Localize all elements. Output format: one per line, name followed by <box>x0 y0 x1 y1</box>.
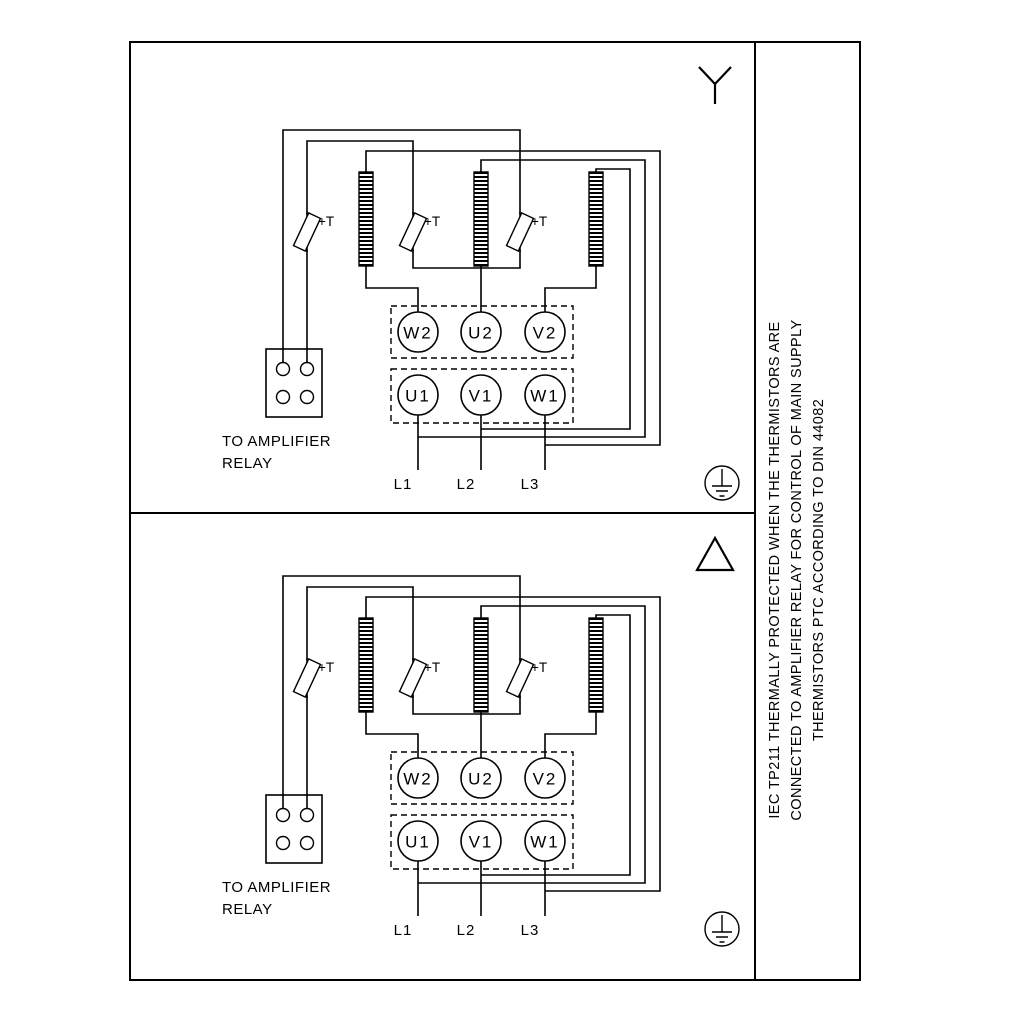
coil-winding <box>588 617 604 713</box>
terminal-v2 <box>524 311 566 353</box>
star-symbol <box>698 66 732 104</box>
relay-contact <box>275 389 291 405</box>
coil-winding <box>588 171 604 267</box>
relay-contact <box>275 807 291 823</box>
relay-box <box>265 348 323 418</box>
terminal-board-bottom-outline <box>390 814 574 870</box>
relay-caption-line2: RELAY <box>222 901 273 918</box>
thermistor-label: +T <box>318 660 334 675</box>
supply-labels: L1 L2 L3 <box>394 476 540 493</box>
terminal-label-w1: W1 <box>530 833 560 852</box>
ground-symbol <box>704 911 740 947</box>
note-line-3: THERMISTORS PTC ACCORDING TO DIN 44082 <box>811 399 827 741</box>
supply-labels: L1 L2 L3 <box>394 922 540 939</box>
terminal-w1 <box>524 820 566 862</box>
thermistor-3: +T <box>505 658 547 698</box>
terminal-label-v1: V1 <box>469 833 494 852</box>
thermistor-symbol <box>292 658 322 698</box>
terminal-row-top: W2 U2 V2 <box>397 311 566 353</box>
terminal-label-w2: W2 <box>403 770 433 789</box>
thermistor-2: +T <box>398 658 440 698</box>
relay-caption-line2: RELAY <box>222 455 273 472</box>
thermistor-1: +T <box>292 212 334 252</box>
wiring-lines <box>282 575 661 916</box>
relay-contact-block <box>265 348 323 418</box>
coil-winding <box>473 171 489 267</box>
thermistor-symbol <box>505 212 535 252</box>
relay-contact-block <box>265 794 323 864</box>
thermistor-symbol <box>292 212 322 252</box>
thermistor-label: +T <box>424 214 440 229</box>
relay-contact <box>299 389 315 405</box>
terminal-u2 <box>460 757 502 799</box>
terminal-u1 <box>397 374 439 416</box>
thermistor-symbol <box>398 212 428 252</box>
thermistor-label: +T <box>531 214 547 229</box>
terminal-label-v2: V2 <box>533 324 558 343</box>
note-column: IEC TP211 THERMALLY PROTECTED WHEN THE T… <box>767 319 827 820</box>
supply-label-l3: L3 <box>521 476 540 493</box>
coil-winding <box>358 171 374 267</box>
thermistor-symbol <box>398 658 428 698</box>
thermistor-symbol <box>505 658 535 698</box>
terminal-label-v2: V2 <box>533 770 558 789</box>
star-panel: +T +T +T W2 U2 V2 U1 V1 <box>222 129 740 501</box>
terminal-board-bottom-outline <box>390 368 574 424</box>
terminal-v1 <box>460 374 502 416</box>
relay-caption-line1: TO AMPLIFIER <box>222 879 331 896</box>
terminal-w1 <box>524 374 566 416</box>
frame <box>129 41 861 981</box>
terminal-row-top: W2 U2 V2 <box>397 757 566 799</box>
relay-contact <box>299 807 315 823</box>
supply-label-l1: L1 <box>394 476 413 493</box>
delta-panel: +T +T +T W2 U2 V2 U1 V1 <box>222 575 740 947</box>
terminal-label-u2: U2 <box>468 324 494 343</box>
note-line-1: IEC TP211 THERMALLY PROTECTED WHEN THE T… <box>767 321 783 818</box>
ground-symbol <box>704 465 740 501</box>
coil-winding <box>358 617 374 713</box>
terminal-v1 <box>460 820 502 862</box>
outer-border <box>129 41 861 981</box>
coil-winding <box>473 617 489 713</box>
wiring-lines <box>282 129 661 470</box>
terminal-row-bottom: U1 V1 W1 <box>397 820 566 862</box>
relay-contact <box>299 835 315 851</box>
relay-box <box>265 794 323 864</box>
supply-label-l1: L1 <box>394 922 413 939</box>
supply-label-l2: L2 <box>457 922 476 939</box>
note-line-2: CONNECTED TO AMPLIFIER RELAY FOR CONTROL… <box>789 319 805 820</box>
delta-symbol <box>695 535 735 572</box>
terminal-label-w2: W2 <box>403 324 433 343</box>
relay-contact <box>299 361 315 377</box>
terminal-u1 <box>397 820 439 862</box>
relay-contact <box>275 835 291 851</box>
thermistor-2: +T <box>398 212 440 252</box>
terminal-row-bottom: U1 V1 W1 <box>397 374 566 416</box>
terminal-label-u2: U2 <box>468 770 494 789</box>
terminal-u2 <box>460 311 502 353</box>
thermistor-label: +T <box>531 660 547 675</box>
terminal-board-top-outline <box>390 751 574 805</box>
terminal-label-v1: V1 <box>469 387 494 406</box>
motor-winding-coils <box>358 171 604 267</box>
supply-label-l3: L3 <box>521 922 540 939</box>
terminal-w2 <box>397 311 439 353</box>
thermistor-3: +T <box>505 212 547 252</box>
motor-winding-coils <box>358 617 604 713</box>
relay-caption-line1: TO AMPLIFIER <box>222 433 331 450</box>
terminal-w2 <box>397 757 439 799</box>
terminal-board-top-outline <box>390 305 574 359</box>
thermistor-label: +T <box>318 214 334 229</box>
terminal-v2 <box>524 757 566 799</box>
relay-contact <box>275 361 291 377</box>
thermistor-1: +T <box>292 658 334 698</box>
terminal-label-w1: W1 <box>530 387 560 406</box>
thermistor-label: +T <box>424 660 440 675</box>
terminal-label-u1: U1 <box>405 387 431 406</box>
supply-label-l2: L2 <box>457 476 476 493</box>
terminal-label-u1: U1 <box>405 833 431 852</box>
